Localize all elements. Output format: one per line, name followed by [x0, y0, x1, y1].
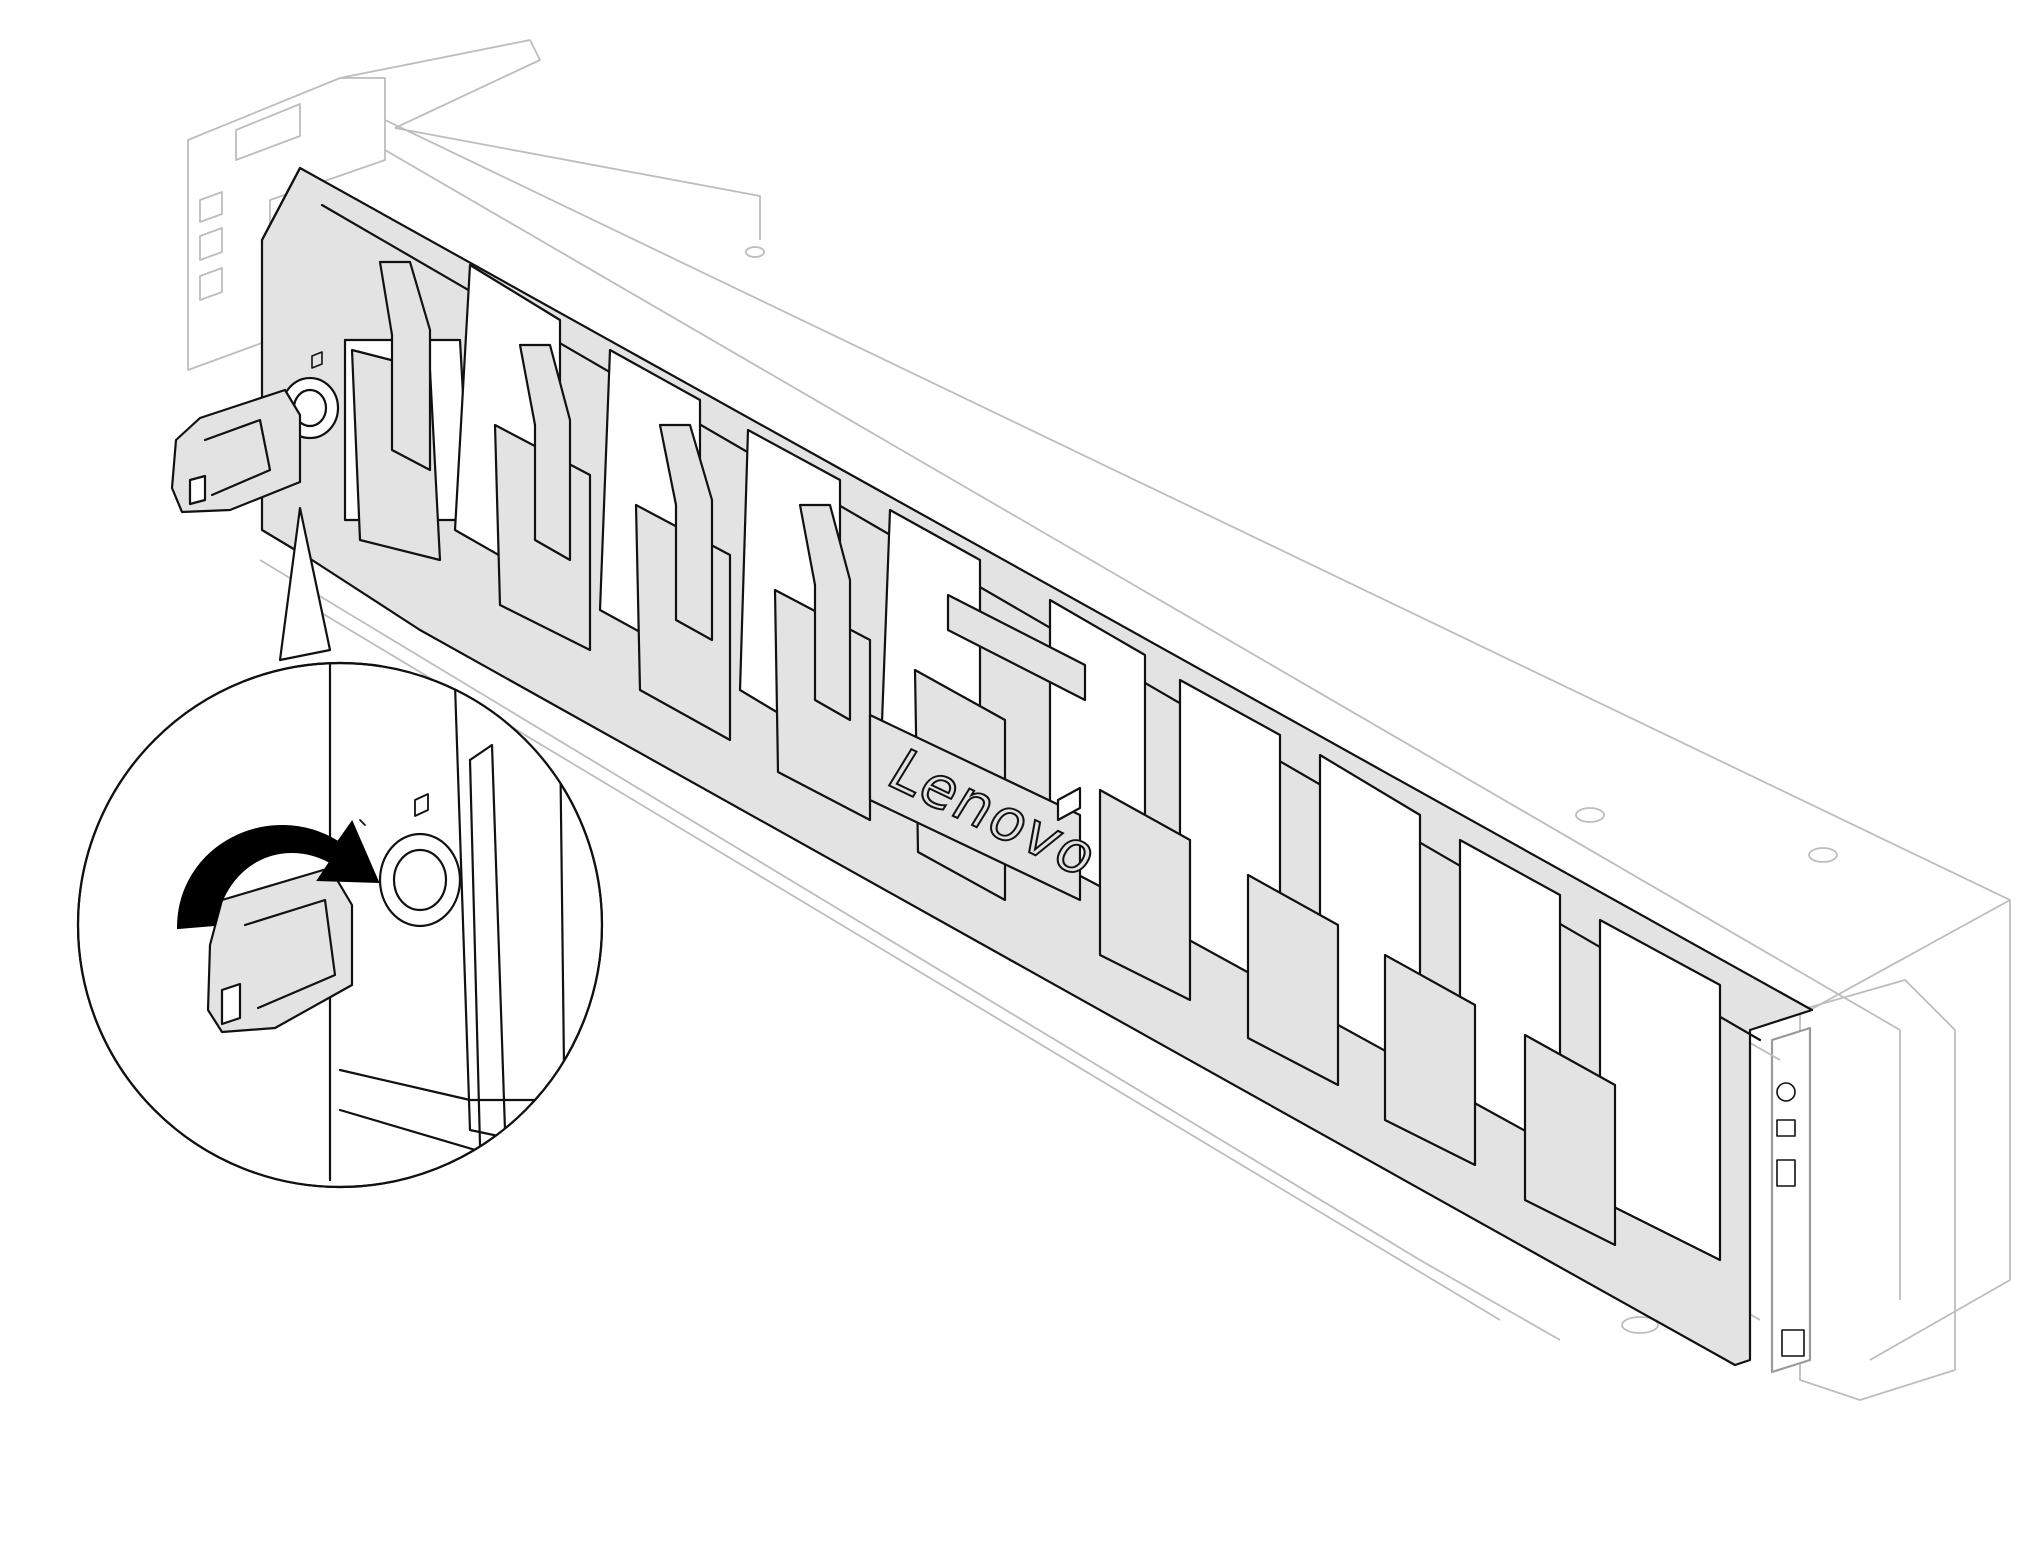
callout-pointer: [278, 506, 332, 662]
lock-icon: [359, 819, 366, 826]
id-button-icon: [1776, 1119, 1796, 1137]
unlock-icon: [311, 351, 323, 369]
detail-callout: [76, 661, 604, 1189]
unlock-icon: [414, 793, 429, 817]
rotate-clockwise-arrow-icon: [176, 819, 380, 930]
security-bezel: Lenovo: [170, 166, 1814, 1367]
usb-port-icon: [1776, 1159, 1796, 1187]
key-icon: [170, 388, 302, 514]
bezel-chevron-bars: [378, 260, 1617, 1247]
reset-button-icon: [1781, 1329, 1805, 1357]
power-icon: [1776, 1082, 1796, 1102]
front-operator-panel: [1770, 979, 1956, 1401]
key-icon: [206, 866, 354, 1034]
